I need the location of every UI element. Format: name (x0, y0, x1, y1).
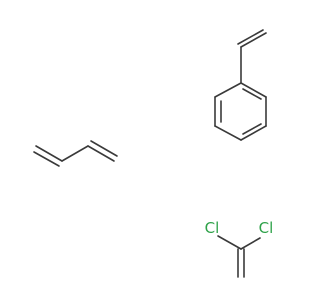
dichloroethene-molecule: Cl Cl (205, 219, 274, 278)
chlorine-atom-label: Cl (259, 219, 274, 237)
butadiene-double-bond-left-inner (33, 151, 60, 167)
styrene-molecule (214, 29, 267, 141)
butadiene-double-bond-left (35, 145, 63, 162)
ccl-bond-right (240, 237, 261, 250)
vinyl-double-bond (240, 32, 267, 48)
structure-canvas: Cl Cl (33, 29, 274, 278)
butadiene-double-bond-right-inner (90, 140, 118, 157)
vinyl-double-bond-inner (237, 29, 264, 45)
butadiene-single-bond (61, 145, 89, 162)
chlorine-atom-label: Cl (205, 219, 220, 237)
ring-bond-4 (214, 125, 242, 141)
ring-bond-1 (240, 82, 267, 98)
ring-bond-1-inner (242, 88, 262, 100)
butadiene-molecule (33, 140, 118, 167)
ring-bond-3-inner (242, 123, 262, 135)
butadiene-double-bond-right (87, 145, 115, 162)
ccl-bond-left (217, 235, 242, 250)
ring-bond-3 (240, 125, 267, 141)
ring-bond-6 (214, 82, 242, 98)
